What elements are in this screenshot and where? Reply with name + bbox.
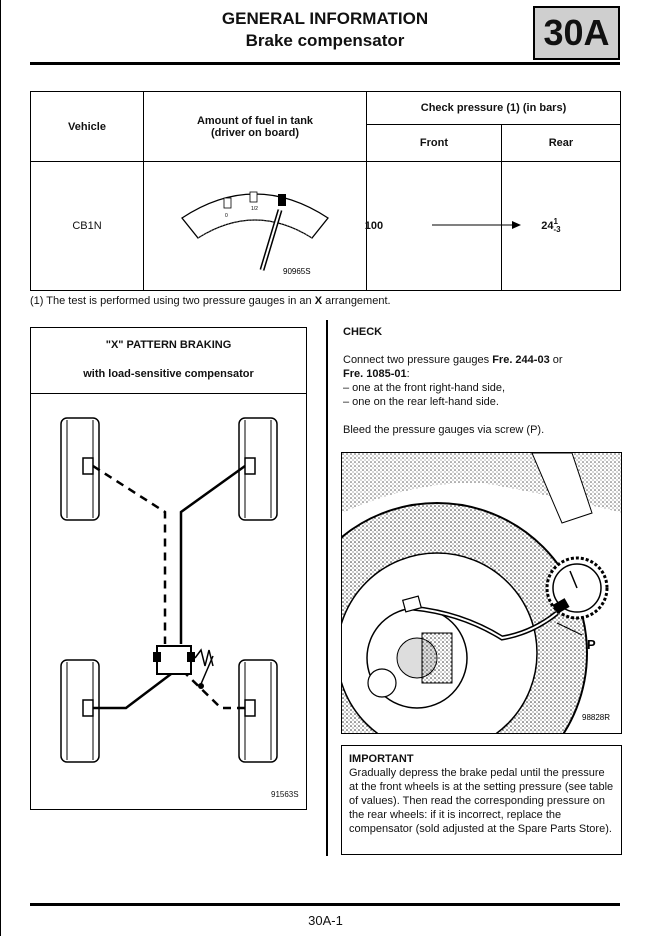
- header-vehicle: Vehicle: [30, 91, 144, 162]
- fuel-gauge-illustration: 0 1/2 90965S: [181, 191, 329, 276]
- bleed-instruction: Bleed the pressure gauges via screw (P).: [343, 424, 545, 436]
- header-rear: Rear: [500, 124, 622, 162]
- important-note: IMPORTANT Gradually depress the brake pe…: [341, 745, 622, 855]
- page-margin-line: [0, 0, 1, 936]
- diagram-subtitle: with load-sensitive compensator: [83, 368, 254, 380]
- gauge-ref-label: 90965S: [283, 267, 311, 276]
- page-title: GENERAL INFORMATION: [221, 9, 429, 28]
- column-divider: [326, 320, 328, 856]
- cell-front: 100: [364, 161, 502, 291]
- svg-text:1/2: 1/2: [251, 206, 258, 212]
- rear-plus: 1: [553, 217, 558, 226]
- important-text: Gradually depress the brake pedal until …: [349, 767, 614, 835]
- page-number: 30A-1: [308, 913, 343, 928]
- footnote-text: (1) The test is performed using two pres…: [30, 295, 315, 307]
- diagram-separator: [31, 393, 306, 394]
- front-value: 100: [364, 220, 384, 232]
- photo-ref-label: 98828R: [582, 713, 610, 722]
- check-heading: CHECK: [343, 326, 383, 338]
- cell-fuel-gauge: 0 1/2 90965S: [143, 161, 367, 291]
- check-bullet1: – one at the front right-hand side,: [343, 382, 506, 394]
- diagram-title: "X" PATTERN BRAKING: [105, 339, 232, 351]
- page-header: GENERAL INFORMATION Brake compensator: [150, 8, 500, 52]
- check-bullet2: – one on the rear left-hand side.: [343, 396, 499, 408]
- header-fuel-line2: (driver on board): [210, 126, 299, 139]
- table-row: CB1N 0 1/2 90965S 100: [30, 161, 622, 291]
- chapter-badge: 30A: [533, 6, 620, 60]
- important-title: IMPORTANT: [349, 753, 414, 765]
- screw-p-label: P: [587, 637, 596, 652]
- arrow-icon: [431, 221, 521, 229]
- page-subtitle: Brake compensator: [245, 31, 405, 50]
- footer-rule: [30, 903, 620, 906]
- check-line2: Fre. 1085-01:: [343, 368, 410, 380]
- pressure-table: Vehicle Amount of fuel in tank (driver o…: [30, 91, 622, 291]
- footnote-text-end: arrangement.: [322, 295, 391, 307]
- wheel-gauge-illustration: P 98828R: [342, 453, 621, 733]
- rear-minus: -3: [553, 225, 561, 234]
- header-rule: [30, 62, 620, 65]
- diagram-ref: 91563S: [271, 790, 299, 799]
- brake-circuit-diagram: [60, 417, 278, 763]
- check-line1: Connect two pressure gauges Fre. 244-03 …: [343, 354, 563, 366]
- footnote: (1) The test is performed using two pres…: [30, 295, 391, 307]
- footnote-bold: X: [314, 295, 323, 307]
- pressure-gauge-photo: P 98828R: [341, 452, 622, 734]
- header-front: Front: [366, 124, 502, 162]
- cell-vehicle: CB1N: [30, 161, 144, 291]
- header-check-pressure: Check pressure (1) (in bars): [366, 91, 621, 125]
- rear-base: 24: [541, 219, 554, 232]
- x-pattern-diagram-box: "X" PATTERN BRAKING with load-sensitive …: [30, 327, 307, 810]
- check-instructions: Connect two pressure gauges Fre. 244-03 …: [343, 353, 563, 409]
- header-fuel: Amount of fuel in tank (driver on board): [143, 91, 367, 162]
- svg-text:0: 0: [225, 213, 228, 219]
- header-fuel-line1: Amount of fuel in tank: [196, 114, 314, 127]
